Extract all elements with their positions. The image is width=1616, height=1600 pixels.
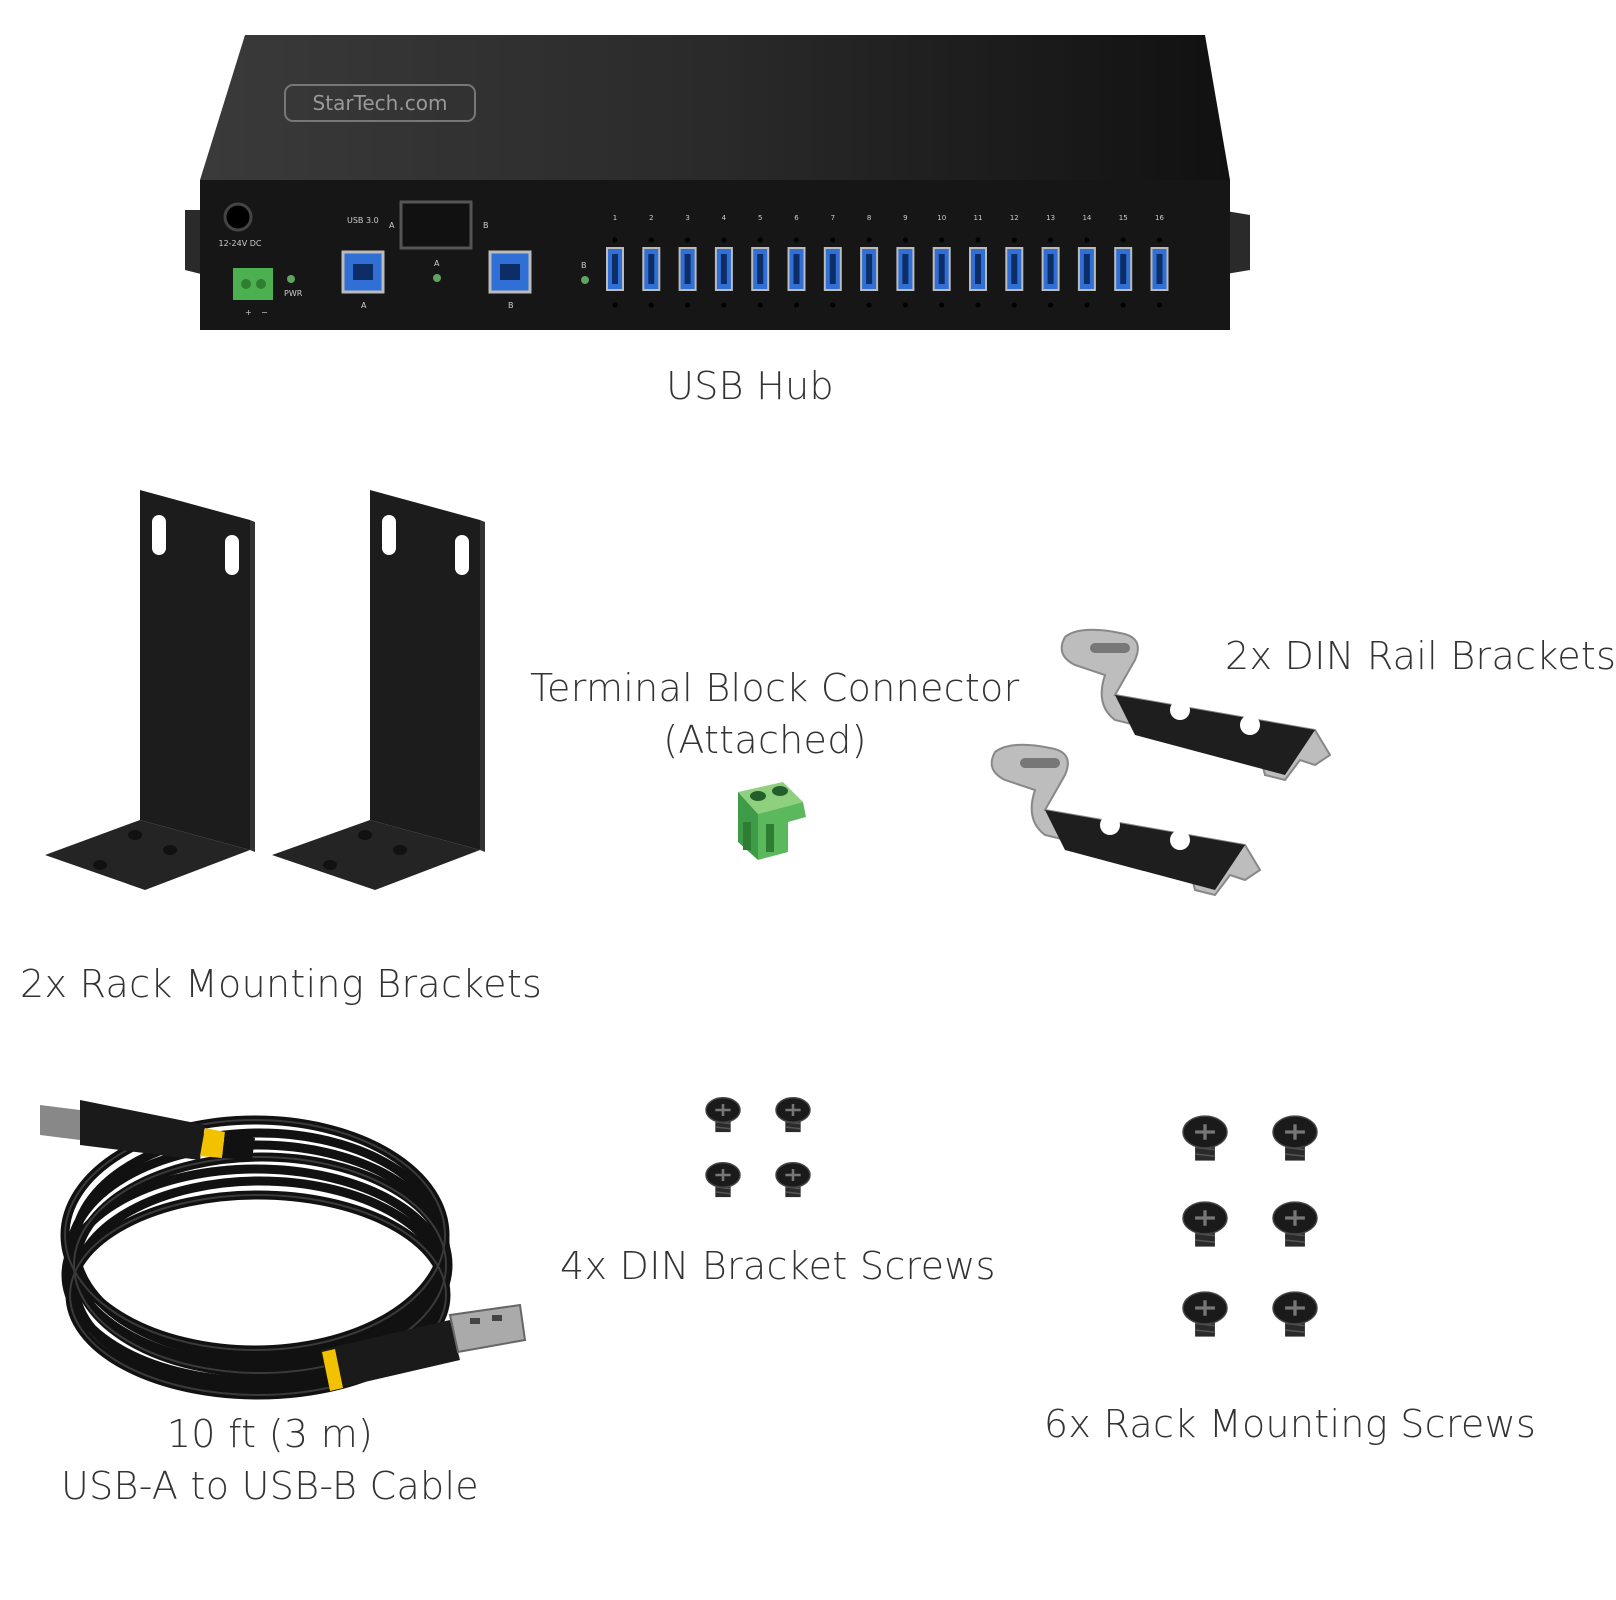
port-number-label: 2 (649, 214, 653, 222)
usb-port-3: 3 (678, 214, 697, 308)
caption-usb-hub: USB Hub (666, 364, 834, 408)
usb-port-15: 15 (1114, 214, 1133, 308)
rack-screw-6 (1272, 1291, 1318, 1337)
port-number-label: 12 (1010, 214, 1019, 222)
rack-screw-1 (1182, 1115, 1228, 1161)
usb-hub-image: StarTech.com 12-24V DC + − PWR USB 3.0 A… (185, 35, 1250, 330)
usb-port-7: 7 (823, 214, 842, 308)
usb-port-9: 9 (896, 214, 915, 308)
din-screw-1 (705, 1097, 741, 1133)
usb-port-13: 13 (1041, 214, 1060, 308)
caption-cable-line1: 10 ft (3 m) (166, 1412, 374, 1456)
port-number-label: 9 (903, 214, 907, 222)
usb-port-14: 14 (1077, 214, 1096, 308)
port-number-label: 7 (831, 214, 835, 222)
svg-text:B: B (483, 221, 489, 230)
svg-text:B: B (508, 301, 514, 310)
din-rail-brackets-image (990, 628, 1332, 897)
terminal-block (233, 268, 273, 300)
caption-din-brackets: 2x DIN Rail Brackets (1225, 634, 1616, 678)
usb-port-2: 2 (642, 214, 661, 308)
dc-jack (223, 202, 253, 232)
usb-port-4: 4 (714, 214, 733, 308)
svg-text:A: A (389, 221, 395, 230)
port-number-label: 3 (685, 214, 689, 222)
din-bracket-1 (1060, 628, 1332, 782)
rack-screw-4 (1272, 1201, 1318, 1247)
rack-screw-3 (1182, 1201, 1228, 1247)
din-screw-2 (775, 1097, 811, 1133)
port-number-label: 11 (974, 214, 983, 222)
rack-screw-2 (1272, 1115, 1318, 1161)
usb-port-11: 11 (969, 214, 987, 308)
usb-port-8: 8 (860, 214, 879, 308)
usb-b-connector (40, 1100, 255, 1160)
caption-cable-line2: USB-A to USB-B Cable (60, 1464, 479, 1508)
caption-terminal-block-line2: (Attached) (663, 718, 867, 762)
rack-bracket-left (45, 490, 255, 890)
host-switch (399, 200, 473, 250)
rack-bracket-right (272, 490, 485, 890)
power-label: 12-24V DC (218, 239, 261, 248)
rack-screw-5 (1182, 1291, 1228, 1337)
svg-text:B: B (581, 261, 587, 270)
port-number-label: 8 (867, 214, 871, 222)
usb-port-6: 6 (787, 214, 806, 308)
din-bracket-2 (990, 743, 1262, 897)
brand-badge (284, 84, 476, 122)
port-number-label: 13 (1046, 214, 1055, 222)
terminal-block-connector-image (738, 782, 806, 860)
usb-port-12: 12 (1005, 214, 1024, 308)
din-bracket-screws-image (705, 1097, 811, 1198)
port-number-label: 4 (722, 214, 727, 222)
caption-rack-screws: 6x Rack Mounting Screws (1043, 1402, 1537, 1446)
rack-mounting-brackets-image (45, 490, 485, 890)
svg-text:+: + (245, 308, 252, 317)
port-number-label: 15 (1119, 214, 1128, 222)
svg-text:A: A (361, 301, 367, 310)
usb-version-label: USB 3.0 (347, 216, 379, 225)
pwr-label: PWR (284, 289, 303, 298)
rack-mounting-screws-image (1182, 1115, 1318, 1337)
usb-a-connector (320, 1303, 527, 1391)
caption-rack-brackets: 2x Rack Mounting Brackets (20, 962, 543, 1006)
usb-port-10: 10 (932, 214, 951, 308)
usb-port-1: 1 (606, 214, 624, 308)
port-number-label: 1 (613, 214, 617, 222)
port-number-label: 6 (794, 214, 799, 222)
usb-port-5: 5 (751, 214, 770, 308)
caption-din-screws: 4x DIN Bracket Screws (560, 1244, 996, 1288)
usb-cable-image (40, 1100, 527, 1400)
svg-text:A: A (434, 259, 440, 268)
usb-port-16: 16 (1150, 214, 1169, 308)
port-number-label: 16 (1155, 214, 1164, 222)
din-screw-3 (705, 1162, 741, 1198)
din-screw-4 (775, 1162, 811, 1198)
svg-text:−: − (261, 308, 268, 317)
caption-terminal-block-line1: Terminal Block Connector (530, 666, 1020, 710)
port-number-label: 5 (758, 214, 762, 222)
port-number-label: 10 (937, 214, 946, 222)
port-number-label: 14 (1082, 214, 1091, 222)
host-port-a (341, 250, 385, 294)
brand-logo: StarTech.com (313, 91, 448, 115)
